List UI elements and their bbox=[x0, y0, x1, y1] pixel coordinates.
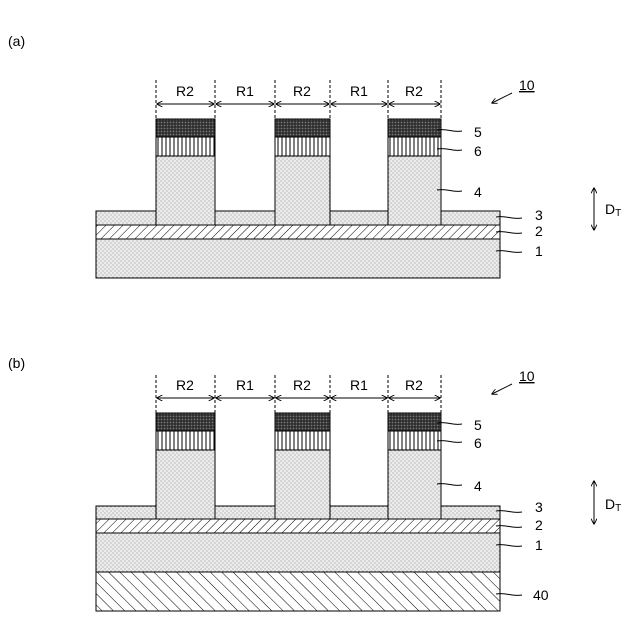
pillar bbox=[388, 413, 441, 519]
region-label: R1 bbox=[236, 377, 254, 393]
panel-label: (a) bbox=[8, 33, 25, 49]
layer-label: 1 bbox=[535, 537, 543, 553]
reference-arrow bbox=[492, 93, 512, 103]
region-label: R2 bbox=[176, 83, 194, 99]
reference-arrow bbox=[492, 384, 512, 394]
layer-label: 3 bbox=[535, 207, 543, 223]
pillar bbox=[388, 119, 441, 225]
layer-label: 3 bbox=[535, 499, 543, 515]
reference-number: 10 bbox=[519, 368, 535, 384]
layer-label: 6 bbox=[474, 143, 482, 159]
pillar bbox=[275, 119, 330, 225]
region-label: R2 bbox=[293, 83, 311, 99]
region-label: R2 bbox=[176, 377, 194, 393]
pillar bbox=[275, 413, 330, 519]
reference-number: 10 bbox=[519, 77, 535, 93]
layer-2 bbox=[96, 519, 500, 533]
region-labels: R2 R1 R2 R1 R2 bbox=[176, 377, 423, 393]
region-label: R1 bbox=[350, 377, 368, 393]
layer-2 bbox=[96, 225, 500, 239]
layer-label: 4 bbox=[474, 184, 482, 200]
region-label: R2 bbox=[293, 377, 311, 393]
region-label: R2 bbox=[405, 377, 423, 393]
layer-label: 6 bbox=[474, 435, 482, 451]
layer-label: 2 bbox=[535, 517, 543, 533]
region-label: R2 bbox=[405, 83, 423, 99]
layer-label: 2 bbox=[535, 223, 543, 239]
region-label: R1 bbox=[350, 83, 368, 99]
region-label: R1 bbox=[236, 83, 254, 99]
panel-b: (b) 10 R2 R1 R2 R1 R2 bbox=[8, 355, 621, 611]
panel-label: (b) bbox=[8, 355, 25, 371]
pillar bbox=[156, 413, 215, 519]
panel-a: (a) 10 R2 R1 R2 R1 R2 bbox=[8, 33, 621, 278]
support-layer-40 bbox=[96, 572, 500, 611]
substrate-layer-1 bbox=[96, 239, 500, 278]
thickness-label: DT bbox=[605, 201, 621, 219]
thickness-label: DT bbox=[605, 496, 621, 514]
layer-label: 5 bbox=[474, 124, 482, 140]
layer-label: 4 bbox=[474, 478, 482, 494]
layer-label: 1 bbox=[535, 243, 543, 259]
substrate-layer-1 bbox=[96, 533, 500, 572]
region-labels: R2 R1 R2 R1 R2 bbox=[176, 83, 423, 99]
pillar bbox=[156, 119, 215, 225]
layer-label: 40 bbox=[533, 587, 549, 603]
layer-label: 5 bbox=[474, 417, 482, 433]
